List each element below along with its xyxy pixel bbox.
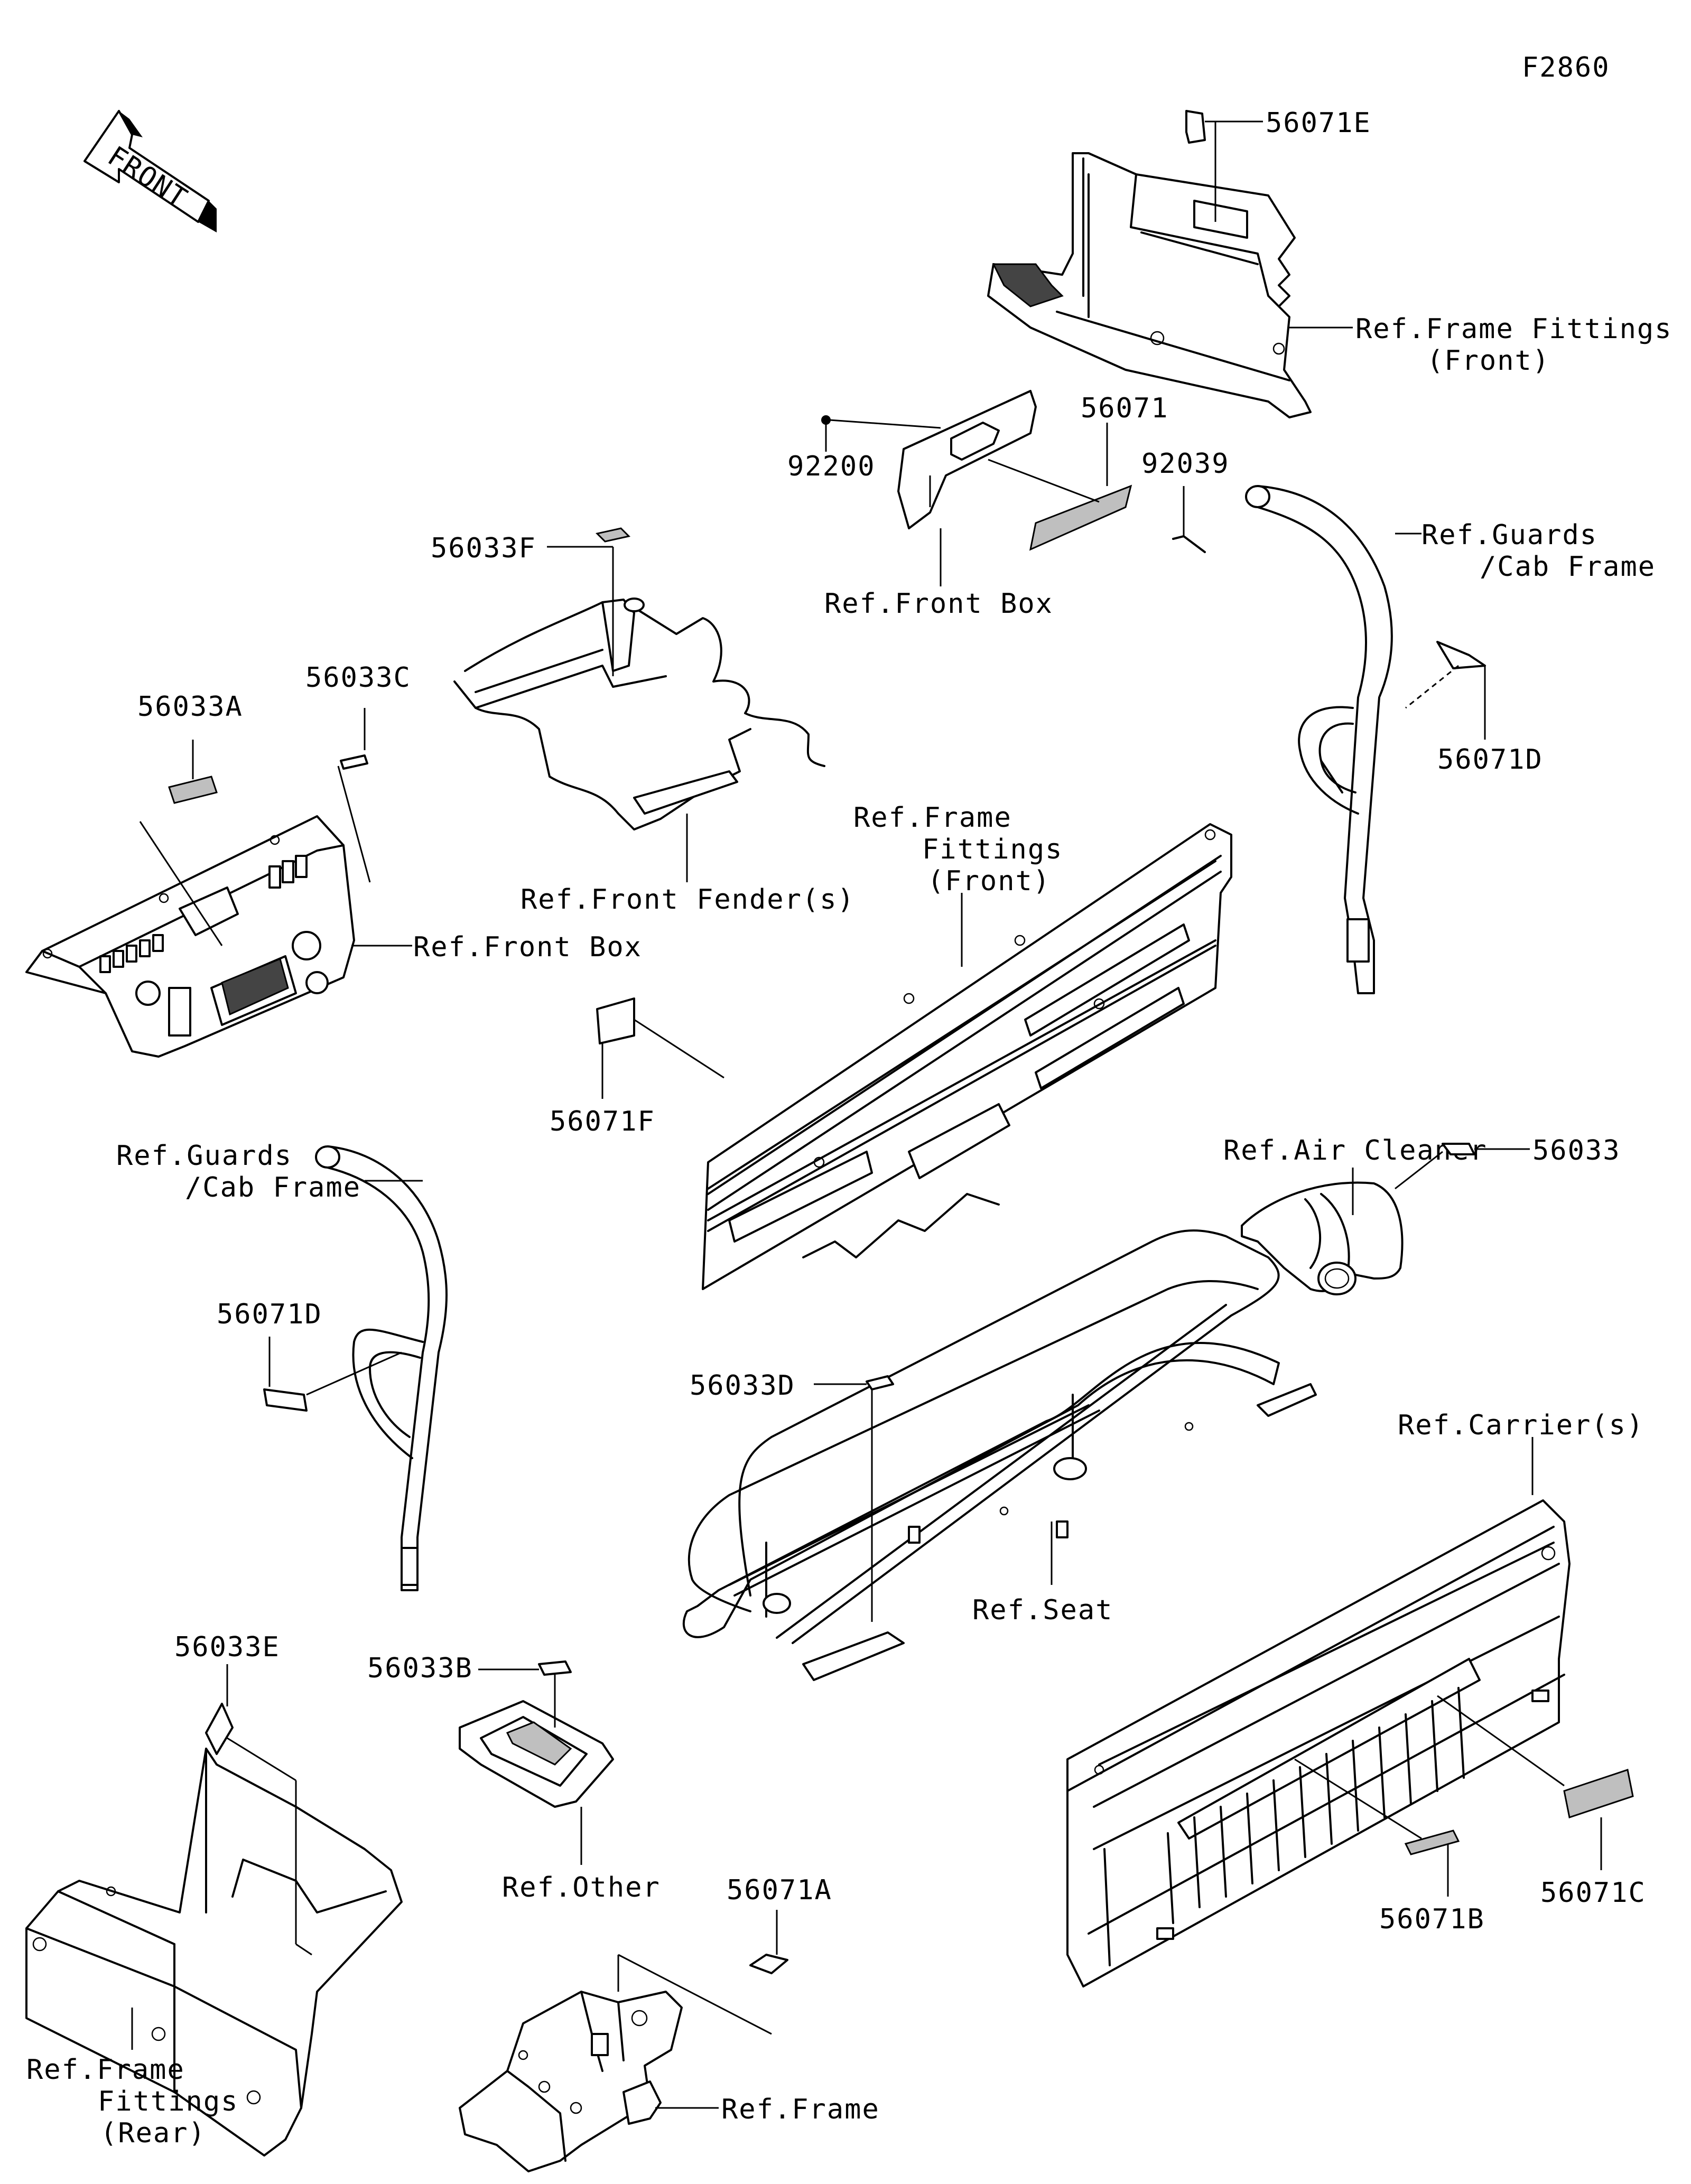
callout-ref-guards-1b: /Cab Frame — [1480, 551, 1656, 583]
callout-56033D: 56033D — [690, 1370, 795, 1402]
decal-56033 — [1395, 1143, 1530, 1190]
callout-56071A: 56071A — [727, 1874, 832, 1906]
callout-ref-guards-2a: Ref.Guards — [116, 1140, 292, 1172]
frame-fittings-front-panel — [702, 823, 1232, 1290]
front-fender-part — [453, 598, 825, 830]
other-cover-part — [459, 1700, 614, 1808]
callout-ref-frame-fittings-front-2a: Ref.Frame — [853, 802, 1012, 834]
callout-ref-frame-fittings-front-2c: (Front) — [927, 865, 1051, 897]
clip-92039 — [1172, 486, 1206, 553]
callout-ref-front-box-2: Ref.Front Box — [413, 931, 642, 963]
frame-fittings-rear-part — [25, 1748, 403, 2157]
callout-ref-front-box-1: Ref.Front Box — [824, 588, 1053, 620]
callout-ref-air-cleaner: Ref.Air Cleaner — [1223, 1135, 1488, 1166]
decal-56071F — [596, 997, 724, 1099]
cab-frame-guard-right — [1245, 485, 1393, 994]
callout-56033A: 56033A — [137, 691, 243, 723]
callout-ref-frame-fittings-front-1b: (Front) — [1427, 345, 1550, 377]
air-cleaner-part — [1241, 1181, 1404, 1295]
frame-fittings-front-top-part — [987, 152, 1312, 418]
decal-56071C — [1437, 1695, 1634, 1870]
decal-56033A — [139, 740, 223, 946]
front-arrow-icon: FRONT — [83, 110, 217, 232]
carrier-part — [1066, 1499, 1571, 1987]
decal-56033B — [478, 1660, 572, 1728]
callout-56071F: 56071F — [550, 1106, 655, 1137]
callout-56033B: 56033B — [367, 1653, 473, 1684]
decal-56071E — [1185, 110, 1263, 222]
decal-56033F — [547, 527, 630, 676]
frame-part — [459, 1991, 683, 2172]
callout-56033: 56033 — [1532, 1135, 1621, 1166]
callout-56033E: 56033E — [174, 1631, 280, 1663]
decal-56071A — [617, 1910, 788, 2035]
callout-56071C: 56071C — [1540, 1877, 1646, 1909]
callout-ref-other: Ref.Other — [502, 1872, 661, 1903]
callout-56071E: 56071E — [1266, 107, 1371, 139]
bolt-92200 — [821, 415, 831, 425]
callout-ref-frame-fittings-rear-b: Fittings — [98, 2086, 238, 2117]
callout-ref-guards-2b: /Cab Frame — [185, 1172, 361, 1203]
callout-ref-frame: Ref.Frame — [721, 2094, 880, 2125]
callout-ref-carriers: Ref.Carrier(s) — [1398, 1410, 1644, 1441]
callout-ref-seat: Ref.Seat — [972, 1594, 1113, 1626]
callout-ref-guards-1a: Ref.Guards — [1421, 519, 1597, 551]
seat-frame-part — [682, 1229, 1317, 1681]
decal-56071D-left — [263, 1337, 402, 1412]
decal-56071 — [988, 423, 1132, 551]
callout-56033C: 56033C — [305, 662, 411, 694]
front-box-lid-part — [897, 390, 1037, 529]
figure-id: F2860 — [1522, 52, 1610, 83]
front-box-dash-part — [25, 815, 355, 1058]
callout-92039: 92039 — [1141, 448, 1230, 480]
callout-56071B: 56071B — [1379, 1903, 1485, 1935]
decal-56071D-right — [1405, 641, 1486, 740]
callout-ref-frame-fittings-rear-c: (Rear) — [100, 2117, 206, 2149]
callout-ref-frame-fittings-front-2b: Fittings — [922, 834, 1063, 865]
cab-frame-guard-left — [315, 1145, 448, 1591]
callout-56033F: 56033F — [431, 533, 536, 564]
callout-92200: 92200 — [787, 451, 876, 482]
decal-56033E — [205, 1664, 312, 1956]
callout-ref-frame-fittings-front-1: Ref.Frame Fittings — [1355, 313, 1673, 345]
decal-56071B — [1294, 1758, 1460, 1897]
callout-ref-front-fenders: Ref.Front Fender(s) — [521, 884, 855, 916]
callout-ref-frame-fittings-rear-a: Ref.Frame — [26, 2054, 185, 2086]
decal-56033D — [814, 1375, 894, 1622]
callout-56071D-right: 56071D — [1437, 744, 1543, 776]
callout-56071: 56071 — [1081, 393, 1169, 424]
callout-56071D-left: 56071D — [217, 1299, 322, 1330]
decal-56033C — [337, 708, 371, 883]
